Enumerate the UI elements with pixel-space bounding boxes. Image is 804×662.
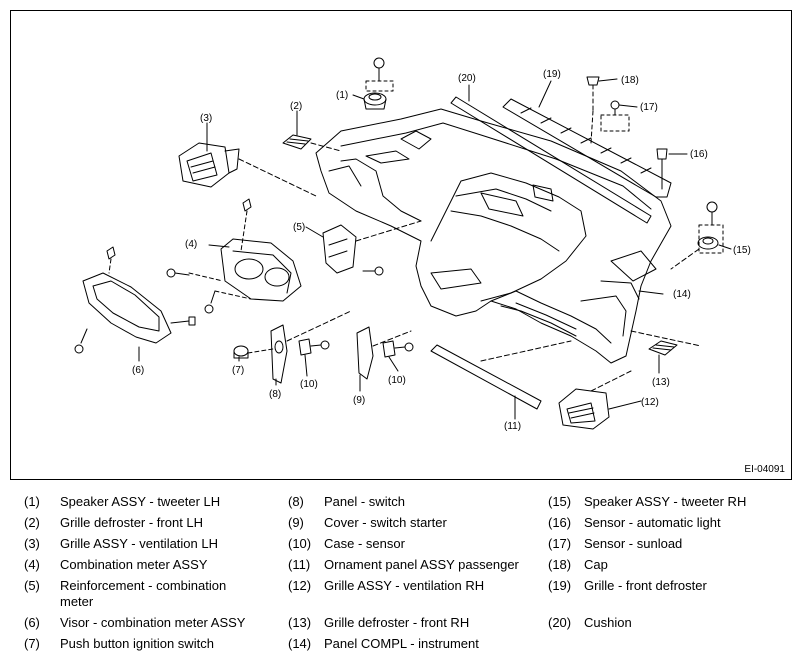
legend-number: (15)	[548, 494, 572, 509]
legend-text: Grille ASSY - ventilation RH	[324, 578, 485, 593]
legend-number: (10)	[288, 536, 312, 551]
legend-text: Sensor - automatic light	[584, 515, 721, 530]
tweeter-lh-part	[363, 57, 394, 110]
callout-2: (2)	[290, 101, 302, 112]
callout-17: (17)	[640, 102, 658, 113]
legend-number: (3)	[24, 536, 40, 551]
defroster-grille-lh-part	[282, 134, 342, 152]
legend-number: (14)	[288, 636, 312, 651]
switch-starter-cover-part	[356, 326, 412, 380]
legend-number: (13)	[288, 615, 312, 630]
cushion-part	[450, 96, 652, 224]
switch-panel-part	[270, 310, 352, 384]
legend-number: (4)	[24, 557, 40, 572]
front-defroster-grille-part	[502, 98, 672, 198]
callout-8: (8)	[269, 389, 281, 400]
sensors-part	[586, 76, 668, 190]
callout-11: (11)	[504, 421, 521, 432]
vent-grille-rh-part	[558, 370, 632, 430]
legend-number: (11)	[288, 557, 311, 572]
legend-text: Combination meter ASSY	[60, 557, 208, 572]
legend-text: Grille defroster - front RH	[324, 615, 470, 630]
callout-4: (4)	[185, 239, 197, 250]
sensor-case-part	[298, 338, 414, 358]
legend-text: Grille - front defroster	[584, 578, 707, 593]
reinforcement-part	[322, 220, 422, 276]
leader-lines	[138, 78, 732, 420]
callout-10b: (10)	[388, 375, 406, 386]
legend-number: (19)	[548, 578, 572, 593]
push-button-part	[233, 345, 274, 359]
legend-text: Speaker ASSY - tweeter RH	[584, 494, 747, 509]
ornament-panel-part	[430, 340, 572, 414]
legend-text: Grille ASSY - ventilation LH	[60, 536, 218, 551]
exploded-view-figure: (1) (2) (3) (4) (5) (6) (7) (8) (9) (10)…	[10, 10, 792, 480]
legend-number: (9)	[288, 515, 304, 530]
legend-number: (2)	[24, 515, 40, 530]
legend-text: Panel COMPL - instrument	[324, 636, 479, 651]
legend-text: Grille defroster - front LH	[60, 515, 204, 530]
legend-number: (8)	[288, 494, 304, 509]
legend-text: Reinforcement - combination meter	[60, 578, 227, 609]
legend-number: (6)	[24, 615, 40, 630]
callout-14: (14)	[673, 289, 691, 300]
vent-grille-lh-part	[178, 142, 317, 197]
combination-meter-part	[166, 198, 302, 314]
instrument-panel-body	[315, 108, 672, 364]
callout-6: (6)	[132, 365, 144, 376]
legend-number: (16)	[548, 515, 572, 530]
legend-text: Sensor - sunload	[584, 536, 683, 551]
legend-number: (7)	[24, 636, 40, 651]
callout-18: (18)	[621, 75, 639, 86]
callout-10a: (10)	[300, 379, 318, 390]
legend-number: (5)	[24, 578, 40, 593]
tweeter-rh-part	[670, 201, 724, 270]
legend-number: (12)	[288, 578, 312, 593]
callout-5: (5)	[293, 222, 305, 233]
legend-number: (20)	[548, 615, 572, 630]
legend-number: (17)	[548, 536, 572, 551]
instrument-panel-diagram: (1) (2) (3) (4) (5) (6) (7) (8) (9) (10)…	[74, 57, 751, 432]
callout-9: (9)	[353, 395, 365, 406]
figure-id: EI-04091	[744, 464, 785, 475]
legend-text: Panel - switch	[324, 494, 405, 509]
legend-text: Cushion	[584, 615, 632, 630]
callout-7: (7)	[232, 365, 244, 376]
legend-text: Cap	[584, 557, 608, 572]
callout-12: (12)	[641, 397, 659, 408]
legend-text: Push button ignition switch	[60, 636, 214, 651]
legend-text: Ornament panel ASSY passenger	[324, 557, 519, 572]
legend-number: (18)	[548, 557, 572, 572]
meter-visor-part	[74, 246, 196, 354]
defroster-grille-rh-part	[630, 330, 702, 356]
callout-16: (16)	[690, 149, 708, 160]
legend-text: Cover - switch starter	[324, 515, 447, 530]
callout-20: (20)	[458, 73, 476, 84]
callout-13: (13)	[652, 377, 670, 388]
legend-number: (1)	[24, 494, 40, 509]
callout-19: (19)	[543, 69, 561, 80]
callout-1: (1)	[336, 90, 348, 101]
callout-3: (3)	[200, 113, 212, 124]
parts-legend: (1) Speaker ASSY - tweeter LH (2) Grille…	[0, 494, 804, 662]
callout-15: (15)	[733, 245, 751, 256]
legend-text: Visor - combination meter ASSY	[60, 615, 246, 630]
legend-text: Case - sensor	[324, 536, 405, 551]
legend-text: Speaker ASSY - tweeter LH	[60, 494, 221, 509]
